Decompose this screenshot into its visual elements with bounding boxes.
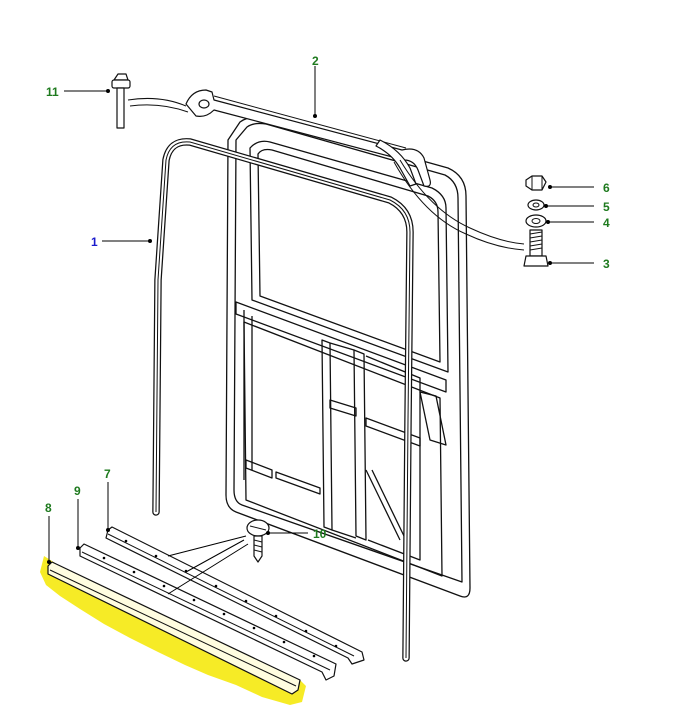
- callout-5: 5: [603, 200, 610, 214]
- callout-9: 9: [74, 484, 81, 498]
- part-11-pin: [111, 73, 131, 129]
- part-6-nut: [525, 175, 547, 191]
- callout-4: 4: [603, 216, 610, 230]
- part-3-bolt: [523, 229, 549, 267]
- part-9-sill-strip: [79, 543, 337, 681]
- part-7-sill-strip: [105, 526, 365, 665]
- screw-leaders: [167, 535, 249, 595]
- callout-2: 2: [312, 54, 319, 68]
- callout-6: 6: [603, 181, 610, 195]
- callout-11: 11: [46, 85, 59, 99]
- part-1-door-seal: [152, 138, 414, 662]
- callout-8: 8: [45, 501, 52, 515]
- cable-left: [127, 98, 187, 107]
- callout-7: 7: [104, 467, 111, 481]
- part-2-header-rail: [185, 89, 431, 187]
- callout-3: 3: [603, 257, 610, 271]
- callout-10: 10: [313, 527, 327, 541]
- part-10-screw: [246, 519, 270, 563]
- cable-left-2: [129, 104, 189, 113]
- callout-leaders: [47, 66, 594, 564]
- cable-right-2: [393, 161, 525, 251]
- cable-right: [399, 159, 525, 245]
- part-5-spring-washer: [527, 199, 545, 211]
- door-frame: [225, 115, 471, 598]
- part-4-washer: [525, 214, 547, 228]
- part-8-sill-strip: [47, 561, 301, 695]
- callout-1: 1: [91, 235, 98, 249]
